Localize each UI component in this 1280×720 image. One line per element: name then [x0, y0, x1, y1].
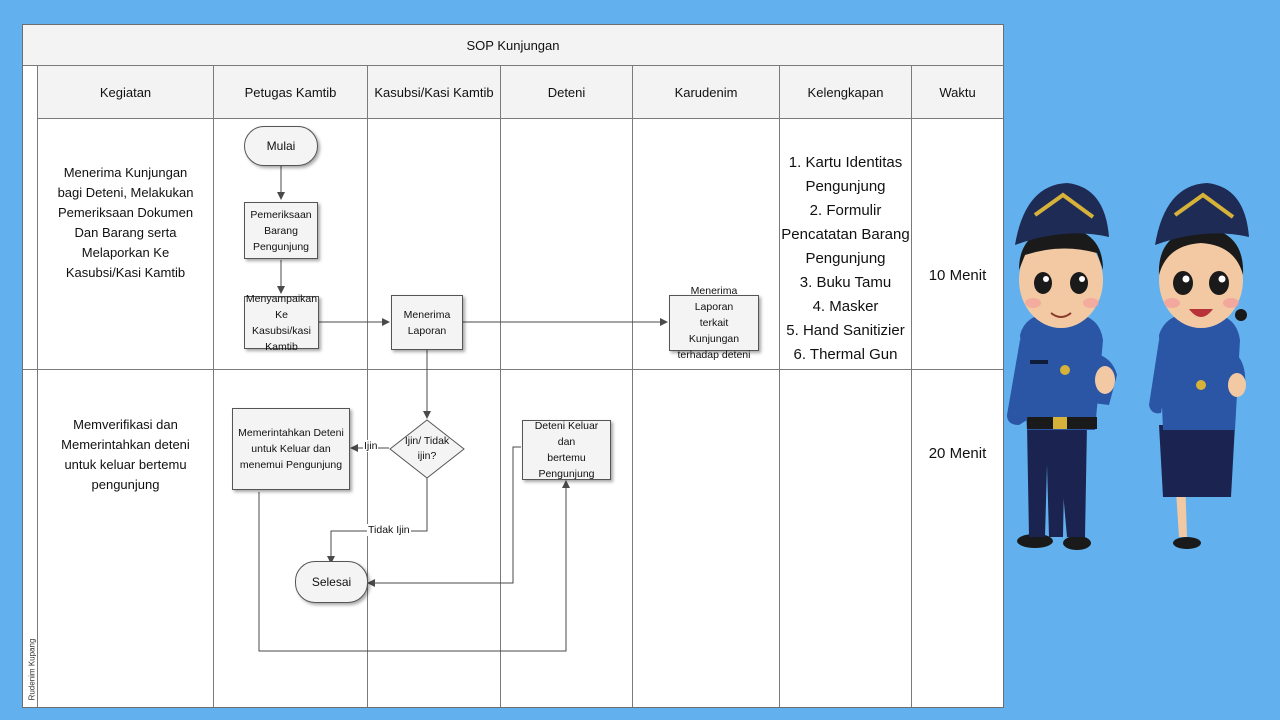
sheet-title: SOP Kunjungan: [23, 25, 1003, 66]
col-header-waktu: Waktu: [912, 66, 1003, 119]
ijin-label: Ijin: [363, 440, 379, 452]
col-header-deteni: Deteni: [501, 66, 632, 119]
row1-waktu: 10 Menit: [928, 267, 987, 284]
flow-connectors: [258, 166, 668, 652]
row2-waktu: 20 Menit: [928, 445, 987, 462]
start-terminal: Mulai: [244, 126, 318, 166]
col-header-kegiatan: Kegiatan: [38, 66, 213, 119]
end-terminal: Selesai: [295, 561, 368, 603]
tidak-ijin-label: Tidak Ijin: [367, 524, 411, 536]
col-header-kasubsi: Kasubsi/Kasi Kamtib: [368, 66, 500, 119]
officer-female-illustration: [1149, 183, 1249, 549]
officer-male-illustration: [1007, 183, 1117, 550]
sop-sheet: SOP Kunjungan Rudenim Kupang Kegiatan Pe…: [22, 24, 1004, 708]
col-header-kelengkapan: Kelengkapan: [780, 66, 911, 119]
col-header-karudenim: Karudenim: [633, 66, 779, 119]
decision-diamond: [389, 419, 465, 479]
col-header-petugas: Petugas Kamtib: [214, 66, 367, 119]
